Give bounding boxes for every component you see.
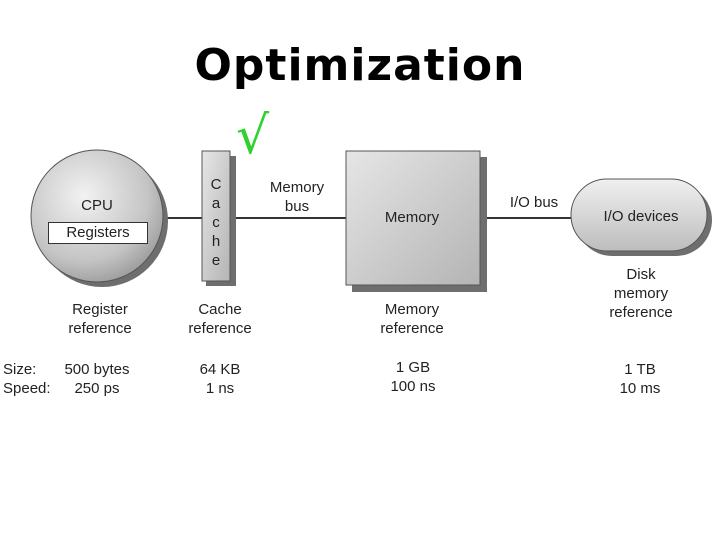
memory-label: Memory: [384, 209, 440, 226]
memory-bus-label: Memory bus: [257, 178, 337, 216]
memory-bus-line1: Memory: [269, 179, 325, 196]
ref-line: memory: [613, 285, 669, 302]
ref-line: reference: [609, 304, 673, 321]
cpu-circle: [30, 149, 164, 283]
cache-label: C a c h e: [206, 175, 226, 270]
ref-line: reference: [380, 320, 444, 337]
ref-line: reference: [68, 320, 132, 337]
memory-bus-line2: bus: [284, 198, 310, 215]
registers-box: Registers: [48, 222, 148, 244]
size-row-label: Size:: [3, 361, 37, 378]
register-reference: Register reference: [50, 300, 150, 338]
io-bus-label: I/O bus: [509, 194, 559, 211]
disk-size: 1 TB: [624, 361, 656, 378]
cache-reference: Cache reference: [170, 300, 270, 338]
cache-letter: C: [210, 176, 222, 193]
ref-line: reference: [188, 320, 252, 337]
disk-speed: 10 ms: [619, 380, 661, 397]
cache-letter: e: [211, 252, 221, 269]
register-size: 500 bytes: [64, 361, 130, 378]
io-devices-label: I/O devices: [603, 208, 679, 225]
disk-reference: Disk memory reference: [591, 265, 691, 322]
memory-reference: Memory reference: [362, 300, 462, 338]
ref-line: Register: [72, 301, 128, 318]
cache-speed: 1 ns: [205, 380, 235, 397]
memory-speed: 100 ns: [390, 378, 436, 395]
cache-stats: 64 KB 1 ns: [180, 360, 260, 398]
cache-size: 64 KB: [199, 361, 241, 378]
speed-row-label: Speed:: [3, 380, 51, 397]
memory-stats: 1 GB 100 ns: [373, 358, 453, 396]
ref-line: Disk: [626, 266, 656, 283]
ref-line: Cache: [198, 301, 242, 318]
memory-box: [345, 150, 481, 286]
cpu-label: CPU: [81, 197, 113, 214]
cache-letter: a: [211, 195, 221, 212]
memory-size: 1 GB: [395, 359, 431, 376]
cache-letter: h: [211, 233, 221, 250]
disk-stats: 1 TB 10 ms: [600, 360, 680, 398]
io-devices-pill: [570, 178, 708, 252]
slide-title: Optimization: [194, 40, 526, 91]
checkmark-icon: √: [236, 106, 270, 166]
cache-letter: c: [212, 214, 220, 231]
ref-line: Memory: [384, 301, 440, 318]
register-stats: 500 bytes 250 ps: [52, 360, 142, 398]
register-speed: 250 ps: [74, 380, 120, 397]
cache-column: [201, 150, 231, 282]
